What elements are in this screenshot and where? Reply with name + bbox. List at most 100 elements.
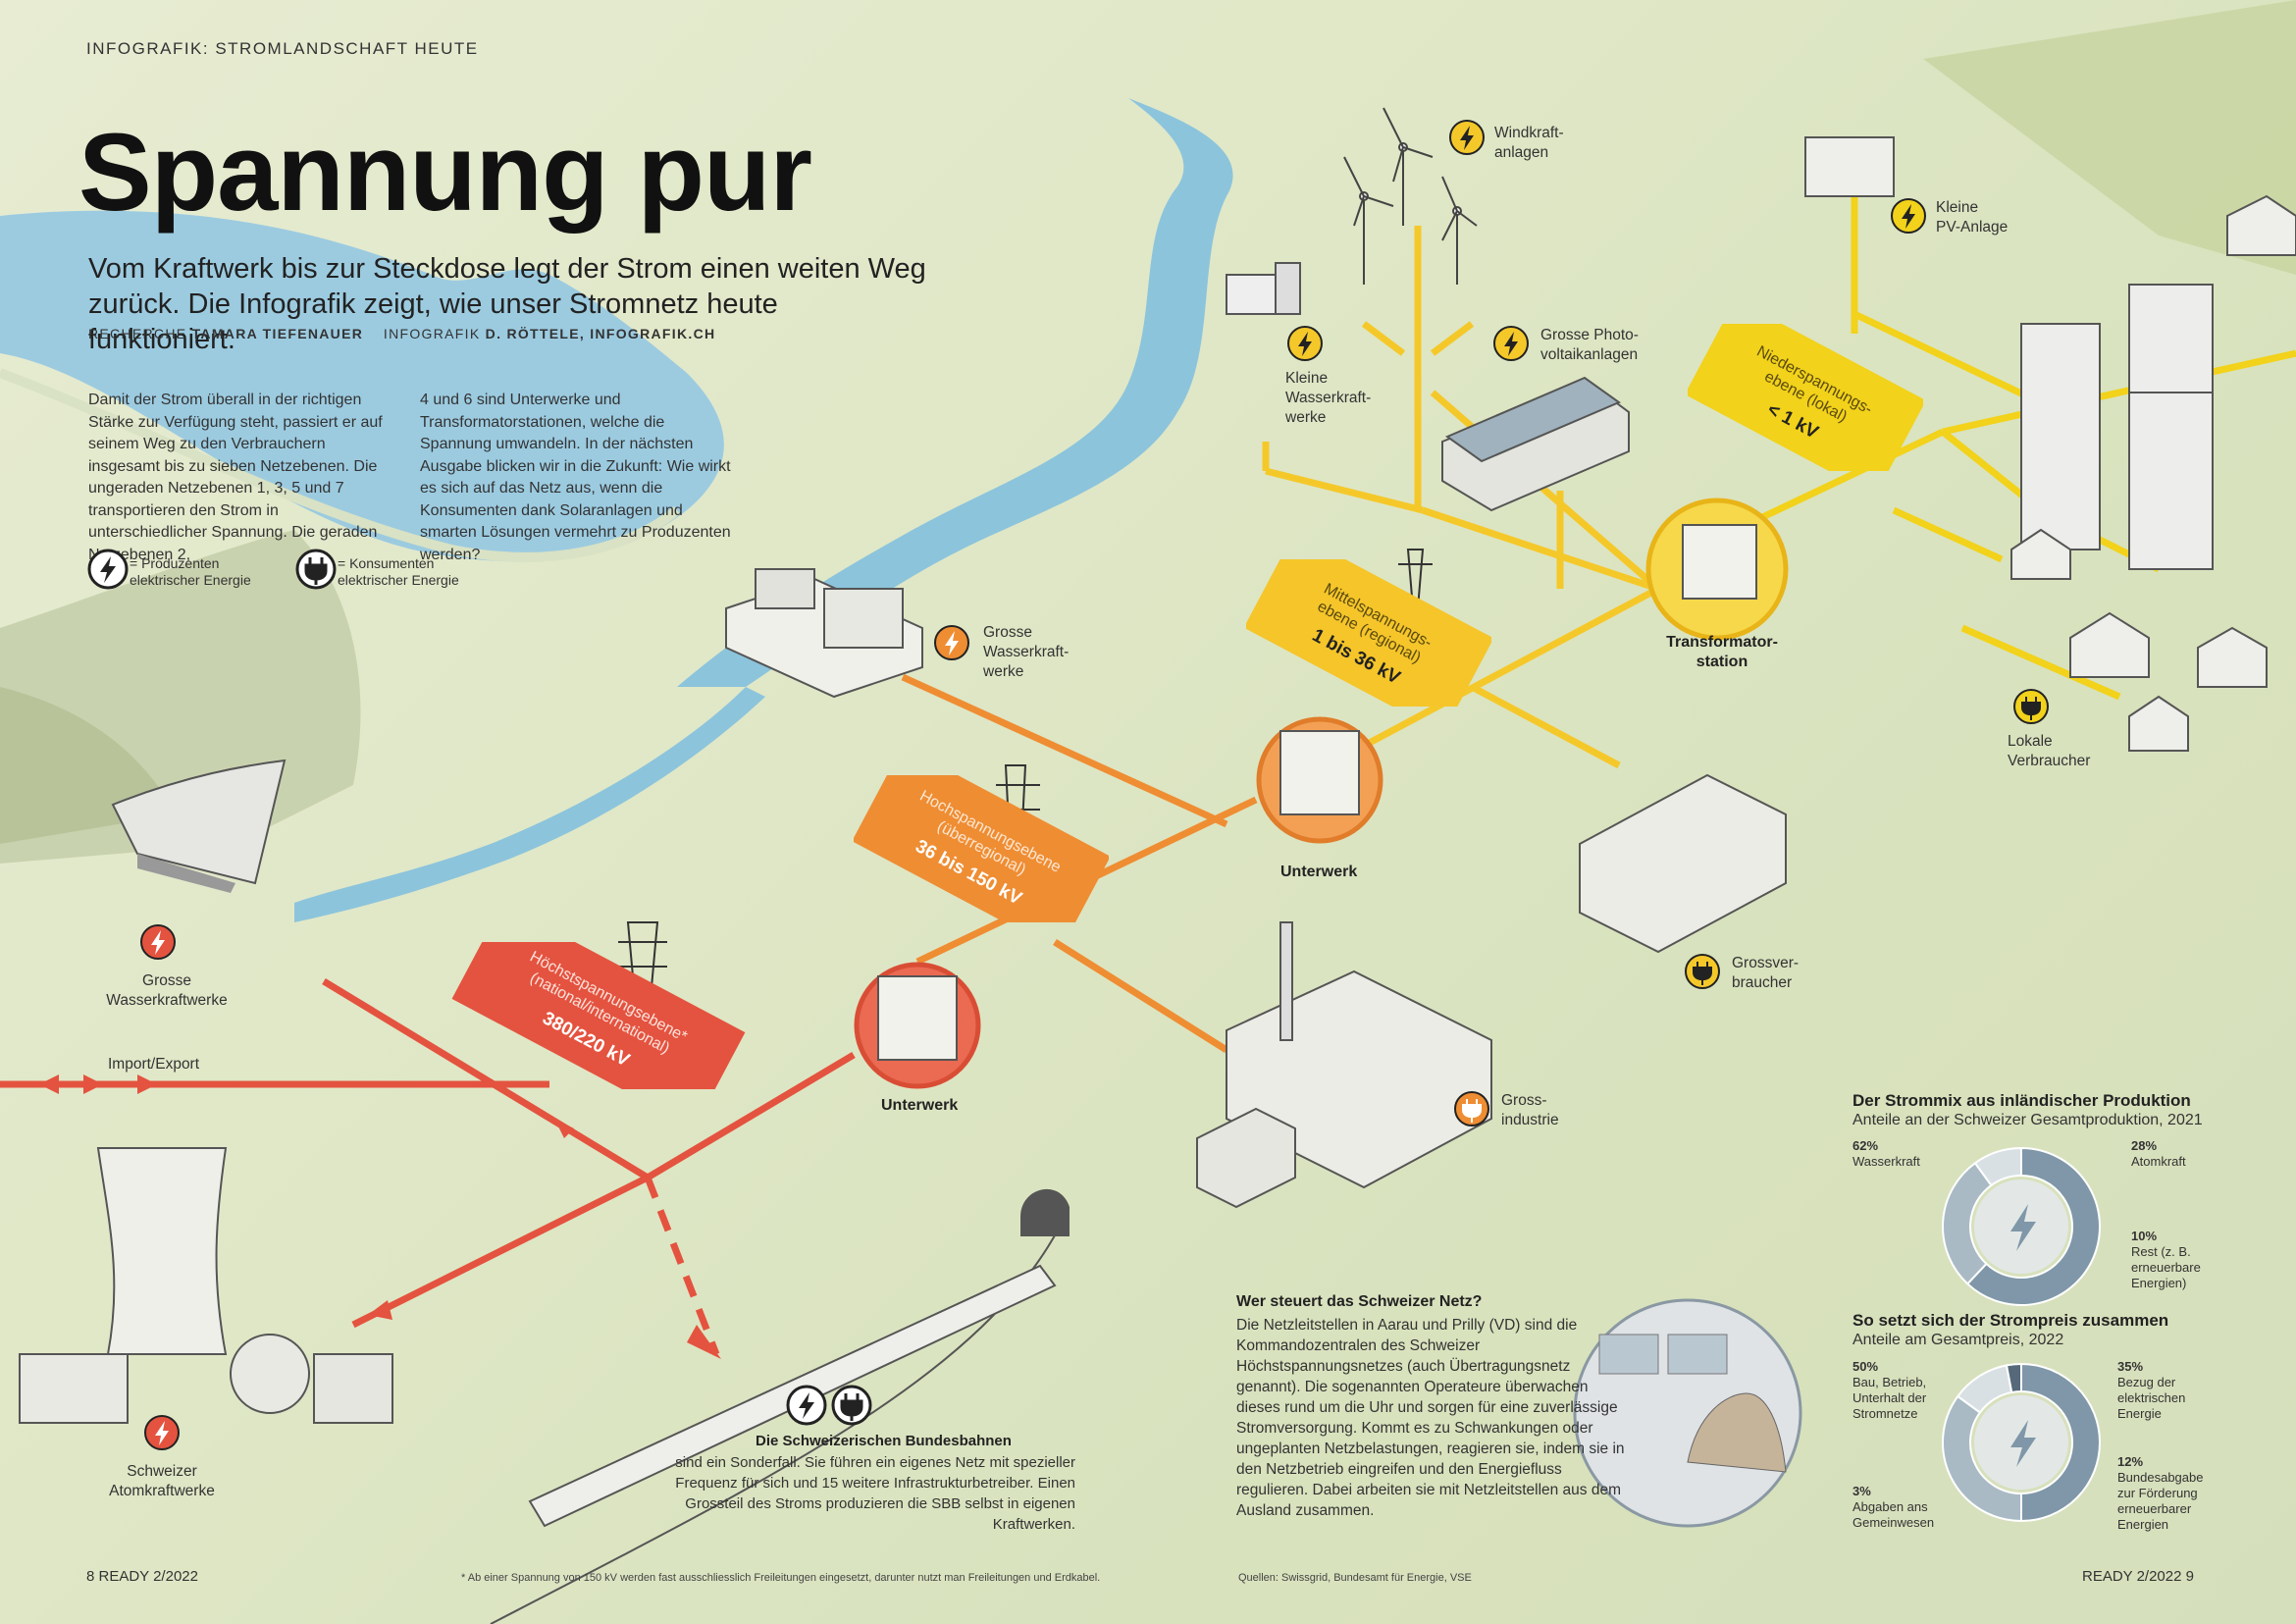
strommix-name-1: Atomkraft <box>2131 1154 2186 1169</box>
strompreis-label-2: 12%Bundesabgabe zur Förderung erneuerbar… <box>2117 1454 2216 1533</box>
credits-research-label: RECHERCHE <box>88 326 187 341</box>
nuclear-plant <box>19 1147 393 1424</box>
credits-graphic-label: INFOGRAFIK <box>383 326 481 341</box>
sbb-title: Die Schweizerischen Bundesbahnen <box>756 1433 1012 1449</box>
strommix-label-1: 28%Atomkraft <box>2131 1138 2186 1170</box>
strompreis-label-3: 3%Abgaben ans Gemeinwesen <box>1852 1484 1941 1531</box>
large-industry-label: Gross- industrie <box>1452 1089 1580 1148</box>
control-title: Wer steuert das Schweizer Netz? <box>1236 1293 1483 1310</box>
wind-turbines <box>1343 107 1478 285</box>
lightning-icon <box>1493 326 1529 361</box>
plug-icon <box>295 549 337 590</box>
banner-high: Hochspannungsebene(überregional) 36 bis … <box>854 775 1109 922</box>
control-text: Die Netzleitstellen in Aarau und Prilly … <box>1236 1317 1625 1519</box>
strompreis-pct-2: 12% <box>2117 1454 2144 1469</box>
dam-structure <box>111 759 287 893</box>
plug-icon <box>1454 1091 1489 1126</box>
plug-icon <box>1685 954 1720 989</box>
legend-consumers: = Konsumenten elektrischer Energie <box>294 548 510 597</box>
lightning-icon <box>1287 326 1323 361</box>
intro-col-1: Damit der Strom überall in der richtigen… <box>88 392 383 563</box>
banner-low: Niederspannungs-ebene (lokal) < 1 kV <box>1688 324 1923 471</box>
strommix-subtitle: Anteile an der Schweizer Gesamtproduktio… <box>1852 1112 2203 1128</box>
strompreis-name-2: Bundesabgabe zur Förderung erneuerbarer … <box>2117 1470 2204 1532</box>
wind-label-text: Windkraft- anlagen <box>1494 125 1564 161</box>
strommix-pct-0: 62% <box>1852 1138 1879 1153</box>
strompreis-title: So setzt sich der Strompreis zusammen <box>1852 1311 2169 1330</box>
strompreis-donut <box>1942 1362 2101 1523</box>
banner-medium: Mittelspannungs-ebene (regional) 1 bis 3… <box>1246 559 1491 707</box>
apartment-towers <box>2020 284 2214 570</box>
strompreis-label-1: 35%Bezug der elektrischen Energie <box>2117 1359 2206 1422</box>
legend-producers: = Produzenten elektrischer Energie <box>86 548 302 597</box>
large-hydro-river-label: Grosse Wasserkraft- werke <box>932 623 1089 692</box>
lightning-icon <box>140 924 176 960</box>
substation-label-2: Unterwerk <box>1280 864 1358 880</box>
lightning-icon <box>87 549 129 590</box>
strommix-donut <box>1942 1146 2101 1306</box>
reservoir-lake-shore <box>0 368 681 562</box>
kicker: INFOGRAFIK: STROMLANDSCHAFT HEUTE <box>86 39 479 58</box>
extra-high-voltage-lines <box>0 978 856 1356</box>
large-hydro-dam-label: Grosse Wasserkraftwerke <box>93 922 240 1011</box>
strompreis-pct-0: 50% <box>1852 1359 1879 1374</box>
strommix-slice-2 <box>1973 1146 2022 1187</box>
river-lower <box>294 687 765 922</box>
transformer-station-label: Transformator- station <box>1666 634 1778 670</box>
folio-left: 8 READY 2/2022 <box>86 1568 198 1585</box>
strompreis-pct-1: 35% <box>2117 1359 2144 1374</box>
large-pv-label: Grosse Photo- voltaikanlagen <box>1491 324 1688 373</box>
large-industry-building <box>1196 921 1492 1209</box>
intro-col-2: 4 und 6 sind Unterwerke und Transformato… <box>420 392 731 563</box>
footnote: * Ab einer Spannung von 150 kV werden fa… <box>461 1572 1101 1584</box>
local-consumers-label: Lokale Verbraucher <box>2002 687 2119 775</box>
legend-producers-text: = Produzenten elektrischer Energie <box>130 555 251 588</box>
extra-high-voltage-arrows <box>39 1074 721 1359</box>
sbb-icons <box>785 1384 873 1429</box>
strommix-label-2: 10%Rest (z. B. erneuerbare Energien) <box>2131 1229 2210 1291</box>
large-consumer-building <box>1579 773 1787 954</box>
strompreis-label-0: 50%Bau, Betrieb, Unterhalt der Stromnetz… <box>1852 1359 1931 1422</box>
nuclear-label-text: Schweizer Atomkraftwerke <box>109 1463 215 1499</box>
large-consumer-label-text: Grossver- braucher <box>1732 955 1800 991</box>
legend-consumers-text: = Konsumenten elektrischer Energie <box>338 555 459 588</box>
plug-icon <box>831 1385 872 1426</box>
strommix-name-2: Rest (z. B. erneuerbare Energien) <box>2131 1244 2201 1290</box>
substation-label-1: Unterwerk <box>881 1097 959 1114</box>
lightning-icon <box>2010 1204 2036 1251</box>
houses <box>1804 136 2296 752</box>
medium-voltage-lines <box>1262 226 1661 769</box>
strommix-label-0: 62%Wasserkraft <box>1852 1138 1920 1170</box>
sources: Quellen: Swissgrid, Bundesamt für Energi… <box>1238 1572 1472 1584</box>
strommix-pct-2: 10% <box>2131 1229 2158 1243</box>
strompreis-subtitle: Anteile am Gesamtpreis, 2022 <box>1852 1332 2064 1348</box>
reservoir-lake <box>0 210 724 562</box>
strommix-title: Der Strommix aus inländischer Produktion <box>1852 1091 2191 1110</box>
tunnel-portal <box>1020 1188 1070 1236</box>
pasture-field <box>1923 0 2296 275</box>
credits-research-name: TAMARA TIEFENAUER <box>191 326 364 341</box>
import-export-label: Import/Export <box>108 1056 200 1073</box>
lead-text: Vom Kraftwerk bis zur Steckdose legt der… <box>88 253 926 355</box>
strommix-name-0: Wasserkraft <box>1852 1154 1920 1169</box>
large-pv-label-text: Grosse Photo- voltaikanlagen <box>1540 327 1639 363</box>
strompreis-name-1: Bezug der elektrischen Energie <box>2117 1375 2186 1421</box>
credits-graphic-name: D. RÖTTELE, INFOGRAFIK.CH <box>485 326 716 341</box>
wind-label: Windkraft- anlagen <box>1447 118 1604 177</box>
large-industry-label-text: Gross- industrie <box>1501 1092 1559 1128</box>
small-pv-label: Kleine PV-Anlage <box>1889 196 2046 255</box>
large-hydro-river-label-text: Grosse Wasserkraft- werke <box>983 624 1070 680</box>
strompreis-pct-3: 3% <box>1852 1484 1871 1498</box>
lightning-icon <box>934 625 969 660</box>
lightning-icon <box>786 1385 827 1426</box>
lightning-icon <box>1449 120 1485 155</box>
sbb-text: sind ein Sonderfall. Sie führen ein eige… <box>675 1454 1075 1533</box>
large-consumer-label: Grossver- braucher <box>1683 952 1820 1011</box>
large-hydro-dam-label-text: Grosse Wasserkraftwerke <box>106 972 228 1009</box>
coins-icon <box>2010 1420 2036 1467</box>
small-hydro-label: Kleine Wasserkraft- werke <box>1283 324 1401 432</box>
strompreis-slice-3 <box>2005 1362 2022 1394</box>
local-consumers-label-text: Lokale Verbraucher <box>2008 733 2091 769</box>
strommix-slice-0 <box>1965 1146 2101 1306</box>
